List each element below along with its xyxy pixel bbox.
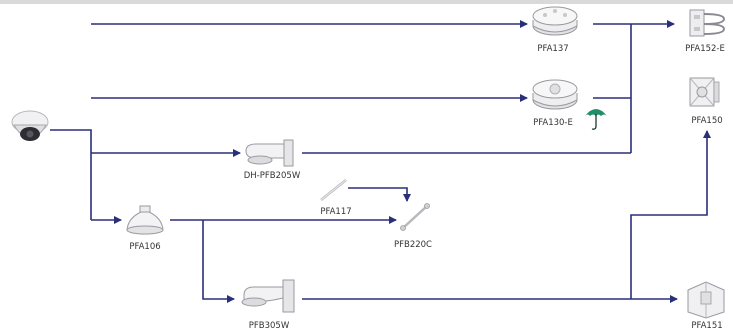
wall-mount-arm-icon[interactable] [241,279,295,313]
label-pfa130e: PFA130-E [533,118,573,128]
label-pfb220c: PFB220C [394,240,432,250]
label-pfa152e: PFA152-E [685,44,725,54]
label-pfa151: PFA151 [691,321,722,331]
pole-mount-plate-icon[interactable] [689,77,720,107]
pendant-cap-icon[interactable] [126,205,164,235]
waterproof-junction-box-icon[interactable] [532,79,578,110]
junction-box-icon[interactable] [532,6,578,36]
wall-bracket-icon[interactable] [245,139,294,167]
connector-camera-trunk [50,129,92,220]
label-pfb305w: PFB305W [249,321,290,331]
label-pfa106: PFA106 [129,242,160,252]
pole-clamp-icon[interactable] [689,9,726,37]
connector-pfa117-pfb220c [348,187,411,202]
label-pfa150: PFA150 [691,116,722,126]
connector-pfa151-pfa150 [630,130,711,299]
label-pfb205w: DH-PFB205W [244,171,301,181]
connector-pfa106-pfb305w [202,220,235,303]
top-border [0,0,733,4]
ceiling-rod-icon[interactable] [400,203,430,231]
corner-mount-icon[interactable] [687,281,725,319]
umbrella-icon [585,109,607,130]
dome-camera-icon[interactable] [11,110,49,141]
connector-lines [50,20,711,303]
label-pfa137: PFA137 [537,44,568,54]
label-pfa117: PFA117 [320,207,351,217]
extension-rod-icon[interactable] [320,179,347,201]
